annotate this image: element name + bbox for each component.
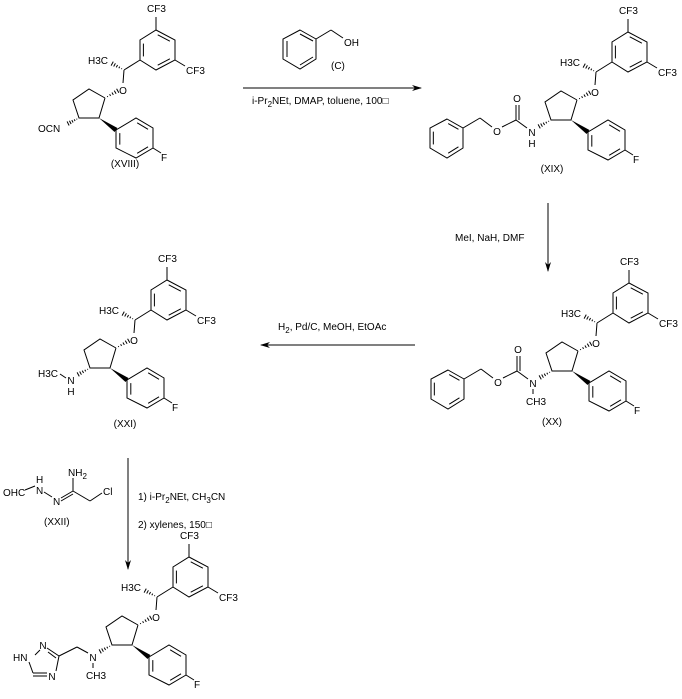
ether-oxygen-label: O: [592, 339, 600, 350]
fluoro-label: F: [172, 403, 178, 414]
amine-n-label: N: [67, 376, 74, 387]
amine-h-label: H: [67, 387, 74, 398]
amine-n-label: N: [528, 128, 535, 139]
triazole-n2-label: N: [39, 641, 46, 652]
fluoro-label: F: [194, 680, 200, 691]
reagent-c-label: (C): [331, 61, 345, 72]
triazole-n4-label: N: [48, 672, 55, 683]
formyl-label: OHC: [3, 488, 25, 499]
methyl-label: H3C: [561, 309, 581, 320]
isocyanate-label: OCN: [38, 124, 60, 135]
amine-n-label: N: [529, 379, 536, 390]
reagent-xxii-label: (XXII): [44, 517, 70, 528]
compound-label: (XX): [542, 417, 562, 428]
compound-label: (XXI): [114, 419, 137, 430]
n-methyl-label: H3C: [38, 369, 58, 380]
n-methyl-label: CH3: [86, 671, 106, 682]
step-1-conditions: i-Pr2NEt, DMAP, toluene, 100□: [252, 96, 389, 109]
methyl-label: H3C: [560, 58, 580, 69]
step-2-conditions: MeI, NaH, DMF: [455, 233, 524, 244]
amino-label: NH2: [68, 468, 87, 481]
methyl-label: H3C: [121, 583, 141, 594]
step-4-conditions-2: 2) xylenes, 150□: [138, 520, 212, 531]
cf3-top-label: CF3: [147, 4, 166, 15]
nh-n-label: N: [36, 486, 43, 497]
nh-h-label: H: [36, 475, 43, 486]
imine-n-label: N: [53, 497, 60, 508]
step-4-conditions-1: 1) i-Pr2NEt, CH3CN: [138, 492, 225, 505]
methyl-label: H3C: [99, 306, 119, 317]
cf3-right-label: CF3: [659, 319, 678, 330]
cf3-right-label: CF3: [197, 316, 216, 327]
amine-n-label: N: [89, 653, 96, 664]
step-3-conditions: H2, Pd/C, MeOH, EtOAc: [278, 322, 386, 335]
fluoro-label: F: [633, 155, 639, 166]
reagent-benzyl-alcohol: OH (C): [282, 29, 359, 72]
n-methyl-label: CH3: [526, 397, 546, 408]
chloro-label: Cl: [103, 487, 112, 498]
cf3-right-label: CF3: [658, 68, 677, 79]
ester-oxygen-label: O: [494, 378, 502, 389]
ether-oxygen-label: O: [591, 88, 599, 99]
reagent-xxii: OHC N H N NH2 Cl (XXII): [3, 468, 112, 528]
cf3-top-label: CF3: [619, 6, 638, 17]
compound-label: (XIX): [541, 164, 564, 175]
cf3-right-label: CF3: [219, 593, 238, 604]
ether-oxygen-label: O: [130, 336, 138, 347]
compound-label: (XVIII): [111, 159, 139, 170]
amine-h-label: H: [528, 139, 535, 150]
fluoro-label: F: [634, 406, 640, 417]
fluoro-label: F: [161, 153, 167, 164]
cf3-top-label: CF3: [620, 257, 639, 268]
methyl-label: H3C: [88, 56, 108, 67]
cf3-top-label: CF3: [180, 531, 199, 542]
ether-oxygen-label: O: [119, 86, 127, 97]
carbonyl-oxygen-label: O: [514, 345, 522, 356]
cf3-right-label: CF3: [186, 66, 205, 77]
ether-oxygen-label: O: [152, 613, 160, 624]
hydroxyl-label: OH: [344, 38, 359, 49]
carbonyl-oxygen-label: O: [513, 94, 521, 105]
ester-oxygen-label: O: [493, 127, 501, 138]
triazole-nh-label: HN: [13, 653, 27, 664]
cf3-top-label: CF3: [158, 254, 177, 265]
